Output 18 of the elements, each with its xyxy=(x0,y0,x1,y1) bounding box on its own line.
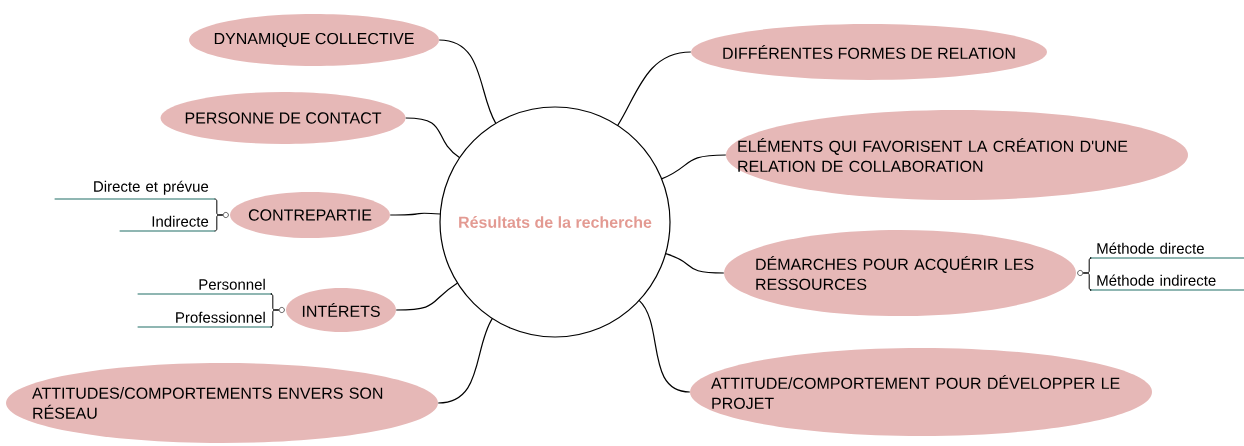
underlined-subtopic: Méthode directe xyxy=(1089,242,1244,259)
bracket-connector xyxy=(270,309,280,328)
connector xyxy=(405,117,461,159)
underlined-subtopic: Professionnel xyxy=(136,311,273,328)
connector xyxy=(664,253,725,274)
connector xyxy=(438,39,497,124)
connector xyxy=(395,282,459,311)
connector xyxy=(389,212,441,216)
bracket-connector xyxy=(214,214,224,232)
connector xyxy=(437,317,493,404)
underlined-subtopic: Directe et prévue xyxy=(53,180,216,200)
connector xyxy=(661,154,727,180)
underlined-subtopic: Méthode indirecte xyxy=(1089,274,1244,291)
connector xyxy=(617,51,692,127)
underlined-subtopic: Indirecte xyxy=(118,215,216,232)
connector xyxy=(638,299,691,393)
bracket-connector xyxy=(1082,272,1092,291)
underlined-subtopic: Personnel xyxy=(136,278,273,295)
